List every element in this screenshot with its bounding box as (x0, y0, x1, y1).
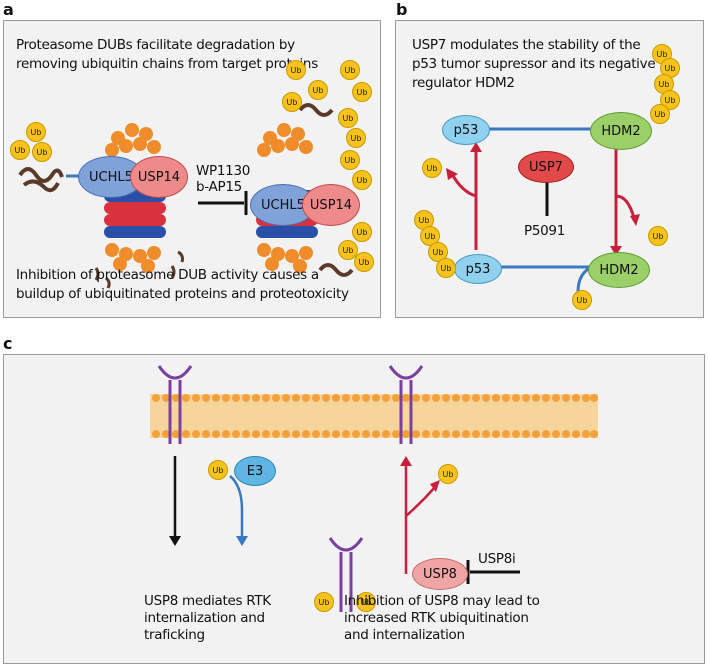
wp1130-label: WP1130 (196, 163, 251, 179)
panel-c-left-caption-line3: traficking (144, 627, 205, 643)
panel-a-caption-line2: buildup of ubiquitinated proteins and pr… (16, 286, 349, 302)
p5091-label: P5091 (524, 223, 565, 239)
ub-icon: Ub (286, 60, 306, 80)
ub-icon: Ub (648, 226, 668, 246)
hdm2-node-bottom: HDM2 (588, 252, 650, 288)
ub-icon: Ub (282, 92, 302, 112)
rtk-receptor-left (157, 365, 193, 444)
usp8i-label: USP8i (478, 551, 516, 567)
ub-icon: Ub (356, 592, 376, 612)
ub-icon: Ub (338, 240, 358, 260)
panel-c-right-caption-line2: increased RTK ubiquitination (344, 610, 529, 626)
ub-icon: Ub (352, 222, 372, 242)
ub-icon: Ub (10, 140, 30, 160)
panel-b-title-line1: USP7 modulates the stability of the (412, 37, 641, 53)
ub-icon: Ub (352, 82, 372, 102)
ub-icon: Ub (352, 170, 372, 190)
panel-a-title-line2: removing ubiquitin chains from target pr… (16, 56, 318, 72)
ub-icon: Ub (436, 258, 456, 278)
rtk-receptor-internalized (328, 537, 364, 612)
ub-icon: Ub (654, 74, 674, 94)
ub-icon: Ub (340, 150, 360, 170)
panel-b-title-line2: p53 tumor supressor and its negative (412, 56, 656, 72)
e3-node: E3 (234, 456, 276, 486)
ub-icon: Ub (438, 464, 458, 484)
panel-a-label: a (3, 0, 14, 19)
usp7-node: USP7 (518, 151, 574, 183)
p53-node-top: p53 (442, 115, 490, 145)
panel-c-right-caption-line3: and internalization (344, 627, 465, 643)
ub-icon: Ub (572, 290, 592, 310)
ub-icon: Ub (26, 122, 46, 142)
ub-icon: Ub (650, 104, 670, 124)
panel-b-label: b (396, 0, 408, 19)
panel-a (3, 20, 381, 318)
ub-icon: Ub (32, 142, 52, 162)
panel-c-right-caption-line1: Inhibition of USP8 may lead to (344, 593, 540, 609)
usp8-node: USP8 (412, 558, 468, 590)
usp14-node-left: USP14 (130, 156, 188, 198)
ub-icon: Ub (208, 460, 228, 480)
panel-c-label: c (3, 334, 13, 353)
ub-icon: Ub (338, 108, 358, 128)
ub-icon: Ub (428, 242, 448, 262)
ub-icon: Ub (422, 158, 442, 178)
cell-membrane (150, 394, 598, 438)
bap15-label: b-AP15 (196, 179, 242, 195)
panel-b-title-line3: regulator HDM2 (412, 75, 515, 91)
ub-icon: Ub (314, 592, 334, 612)
hdm2-node-top: HDM2 (590, 112, 652, 150)
panel-a-caption-line1: Inhibition of proteasome DUB activity ca… (16, 267, 319, 283)
panel-c-left-caption-line1: USP8 mediates RTK (144, 593, 271, 609)
panel-a-title-line1: Proteasome DUBs facilitate degradation b… (16, 37, 295, 53)
usp14-node-right: USP14 (302, 184, 360, 226)
ub-icon: Ub (340, 60, 360, 80)
ub-icon: Ub (354, 252, 374, 272)
panel-c-left-caption-line2: internalization and (144, 610, 265, 626)
ub-icon: Ub (346, 128, 366, 148)
rtk-receptor-right (388, 365, 424, 444)
ub-icon: Ub (308, 80, 328, 100)
